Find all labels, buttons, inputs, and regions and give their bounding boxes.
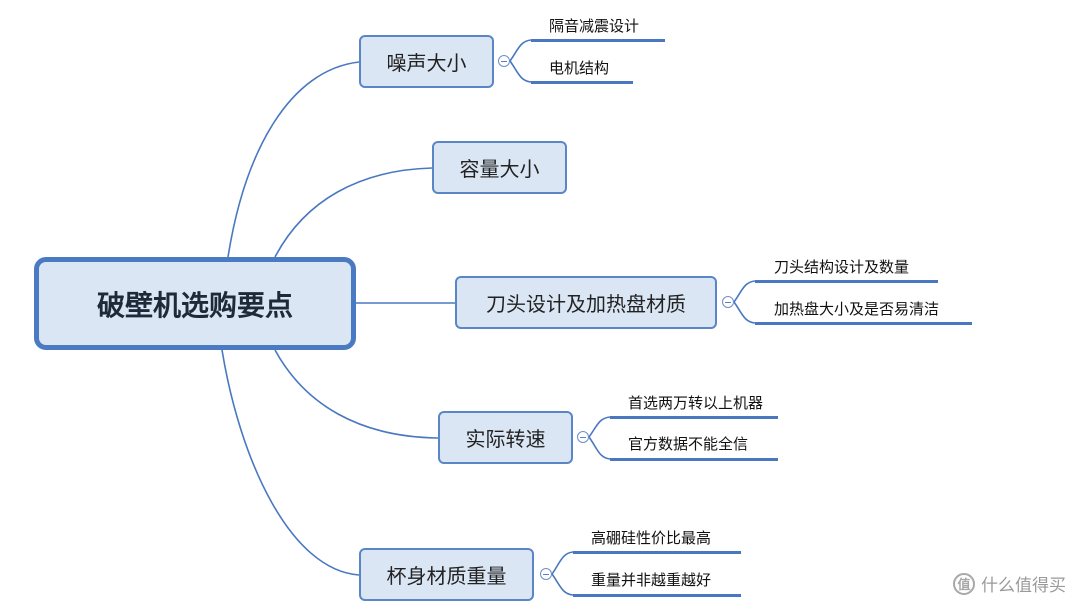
branch-label: 容量大小: [459, 157, 540, 181]
leaf-label: 官方数据不能全信: [628, 435, 749, 453]
zhi-icon: 值: [953, 572, 975, 595]
leaf-underline: [573, 594, 741, 597]
leaf-underline: [610, 458, 778, 461]
leaf-connector: [733, 280, 756, 303]
leaf-connector: [551, 573, 574, 596]
watermark-text: 什么值得买: [981, 576, 1066, 596]
leaf-underline: [755, 322, 972, 325]
root-connector: [227, 61, 360, 258]
leaf-label: 重量并非越重越好: [591, 571, 712, 589]
branch-label: 实际转速: [465, 427, 546, 451]
leaf-label: 刀头结构设计及数量: [774, 258, 910, 276]
branch-node-capacity[interactable]: 容量大小: [432, 141, 567, 194]
root-connector: [221, 349, 360, 576]
branch-label: 刀头设计及加热盘材质: [486, 292, 686, 316]
leaf-label: 加热盘大小及是否易清洁: [774, 300, 940, 318]
leaf-underline: [573, 551, 741, 554]
leaf-connector: [509, 60, 532, 83]
collapse-toggle-icon[interactable]: [498, 55, 510, 67]
leaf-label: 首选两万转以上机器: [628, 394, 764, 412]
root-label: 破壁机选购要点: [96, 288, 293, 322]
leaf-label: 高硼硅性价比最高: [591, 529, 712, 547]
leaf-underline: [755, 280, 938, 283]
leaf-underline: [610, 416, 778, 419]
leaf-underline: [531, 39, 665, 42]
leaf-connector: [588, 436, 611, 460]
collapse-toggle-icon[interactable]: [577, 431, 589, 443]
collapse-toggle-icon[interactable]: [722, 296, 734, 308]
branch-label: 噪声大小: [386, 51, 467, 75]
leaf-label: 隔音减震设计: [549, 17, 640, 35]
branch-node-noise[interactable]: 噪声大小: [359, 35, 494, 88]
root-connector: [274, 349, 439, 439]
leaf-connector: [588, 416, 611, 438]
leaf-connector: [509, 39, 532, 62]
leaf-underline: [531, 81, 633, 84]
root-connector: [274, 167, 433, 258]
collapse-toggle-icon[interactable]: [540, 568, 552, 580]
branch-node-blade[interactable]: 刀头设计及加热盘材质: [455, 276, 717, 329]
leaf-label: 电机结构: [549, 59, 610, 77]
root-node[interactable]: 破壁机选购要点: [34, 257, 356, 350]
watermark: 值 什么值得买: [953, 571, 1066, 596]
leaf-connector: [733, 301, 756, 324]
leaf-connector: [551, 551, 574, 575]
branch-node-cup[interactable]: 杯身材质重量: [359, 548, 534, 601]
branch-node-speed[interactable]: 实际转速: [438, 411, 573, 464]
branch-label: 杯身材质重量: [386, 564, 507, 588]
